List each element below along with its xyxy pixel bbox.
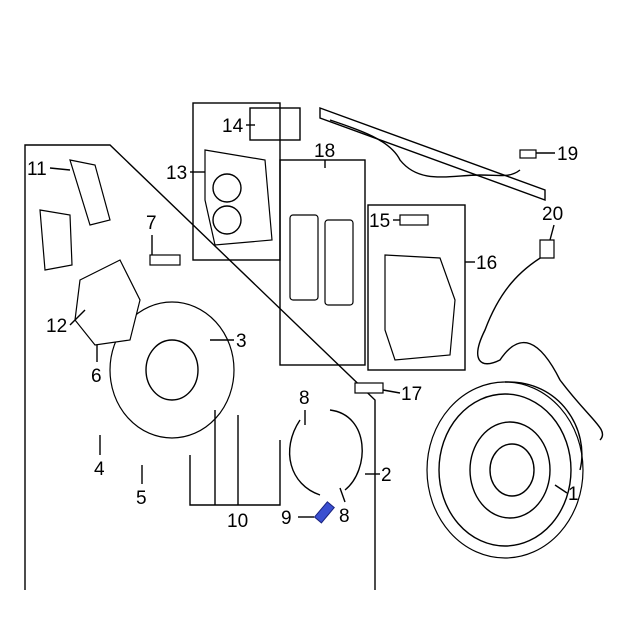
callout-4: 4 bbox=[94, 459, 105, 480]
leader-lines bbox=[49, 124, 568, 518]
callout-7: 7 bbox=[146, 213, 157, 234]
abs-sensor-wire bbox=[477, 254, 604, 441]
stud-7 bbox=[149, 254, 181, 266]
pad-group-frame bbox=[279, 159, 366, 366]
callout-3: 3 bbox=[236, 331, 247, 352]
caliper-bracket bbox=[384, 254, 456, 361]
callout-16: 16 bbox=[476, 253, 497, 274]
callout-15: 15 bbox=[369, 211, 390, 232]
small-parts-frame bbox=[249, 107, 301, 141]
callout-11: 11 bbox=[27, 159, 47, 180]
hub-sensor bbox=[69, 159, 111, 226]
backing-plate bbox=[109, 301, 235, 439]
bolt-17 bbox=[354, 382, 384, 394]
callout-6: 6 bbox=[91, 366, 102, 387]
brake-hose bbox=[329, 119, 521, 178]
hose-group-frame bbox=[319, 106, 546, 202]
callout-8-lower: 8 bbox=[339, 506, 350, 527]
brake-caliper bbox=[204, 149, 273, 246]
callout-12: 12 bbox=[46, 316, 67, 337]
adjuster-highlighted bbox=[313, 501, 335, 524]
bracket-group-frame bbox=[367, 204, 466, 371]
steering-knuckle bbox=[74, 259, 141, 346]
callout-2: 2 bbox=[381, 465, 392, 486]
bracket-bolt bbox=[399, 214, 429, 226]
callout-13: 13 bbox=[166, 163, 187, 184]
parking-brake-shoes bbox=[288, 409, 363, 496]
callout-18: 18 bbox=[314, 141, 335, 162]
abs-sensor bbox=[539, 239, 555, 259]
callout-19: 19 bbox=[557, 144, 578, 165]
brake-pads bbox=[289, 214, 354, 306]
callout-5: 5 bbox=[136, 488, 147, 509]
callout-9: 9 bbox=[281, 508, 292, 529]
brake-rotor bbox=[426, 381, 584, 559]
rear-brake-group-frame bbox=[24, 144, 376, 590]
callout-10: 10 bbox=[227, 511, 248, 532]
callout-8-upper: 8 bbox=[299, 388, 310, 409]
hose-bolt bbox=[519, 149, 537, 159]
sensor-bracket bbox=[39, 209, 73, 271]
callout-14: 14 bbox=[222, 116, 244, 137]
callout-20: 20 bbox=[542, 204, 563, 225]
callout-17: 17 bbox=[401, 384, 422, 405]
callout-1: 1 bbox=[568, 484, 579, 505]
